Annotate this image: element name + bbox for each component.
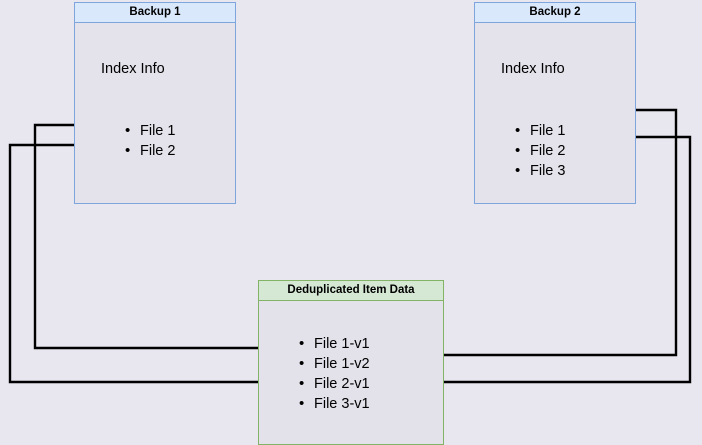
deduplicated-item-data-body: File 1-v1 File 1-v2 File 2-v1 File 3-v1 bbox=[259, 301, 443, 444]
list-item: File 3-v1 bbox=[297, 394, 370, 414]
list-item: File 2-v1 bbox=[297, 374, 370, 394]
list-item: File 2 bbox=[513, 141, 565, 161]
backup-1-title: Backup 1 bbox=[75, 3, 235, 23]
list-item: File 1 bbox=[513, 121, 565, 141]
backup-2-title: Backup 2 bbox=[475, 3, 635, 23]
list-item: File 2 bbox=[123, 141, 175, 161]
backup-1-index-label: Index Info bbox=[101, 61, 165, 77]
backup-2-file-list: File 1 File 2 File 3 bbox=[513, 121, 565, 181]
deduplicated-item-data-title: Deduplicated Item Data bbox=[259, 281, 443, 301]
list-item: File 1-v1 bbox=[297, 334, 370, 354]
backup-1-file-list: File 1 File 2 bbox=[123, 121, 175, 161]
dedup-item-list: File 1-v1 File 1-v2 File 2-v1 File 3-v1 bbox=[297, 334, 370, 414]
list-item: File 3 bbox=[513, 161, 565, 181]
backup-2-body: Index Info File 1 File 2 File 3 bbox=[475, 23, 635, 203]
list-item: File 1 bbox=[123, 121, 175, 141]
backup-1-body: Index Info File 1 File 2 bbox=[75, 23, 235, 203]
deduplicated-item-data-box[interactable]: Deduplicated Item Data File 1-v1 File 1-… bbox=[258, 280, 444, 445]
backup-1-box[interactable]: Backup 1 Index Info File 1 File 2 bbox=[74, 2, 236, 204]
backup-2-index-label: Index Info bbox=[501, 61, 565, 77]
list-item: File 1-v2 bbox=[297, 354, 370, 374]
backup-2-box[interactable]: Backup 2 Index Info File 1 File 2 File 3 bbox=[474, 2, 636, 204]
